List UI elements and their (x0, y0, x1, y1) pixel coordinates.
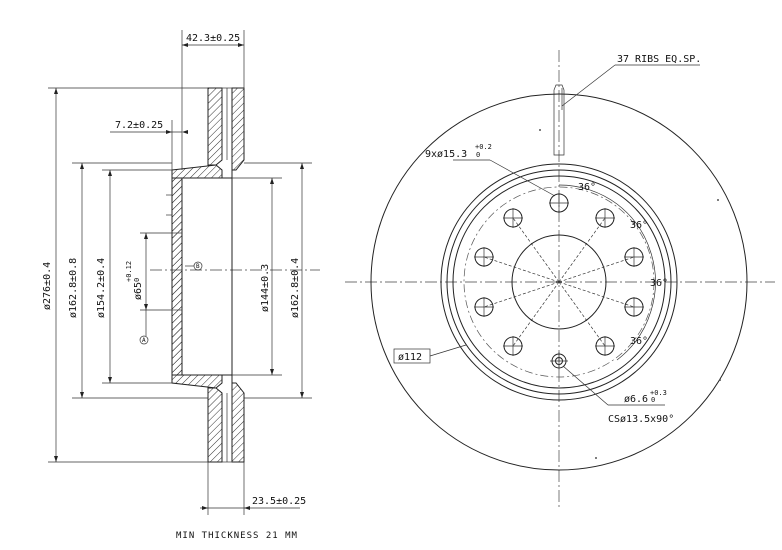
countersink-label: CSø13.5x90° (608, 414, 674, 425)
pin-hole-tol-lower: 0 (651, 396, 655, 404)
hub-face (171, 177, 183, 376)
datum-a-bubble (139, 335, 149, 345)
bolt-hole (474, 297, 494, 317)
hat-outer (446, 169, 672, 395)
bolt-hole (503, 336, 523, 356)
ring-plate-inner-bottom (231, 382, 245, 463)
center-bore-tol-lower: 0 (133, 278, 141, 282)
ring-plate-outer-top (207, 87, 223, 166)
pcd-circle (463, 186, 655, 378)
hat-inner (452, 175, 666, 389)
front-view: 37 RIBS EQ.SP. (345, 50, 775, 510)
bolt-holes-label: 9xø15.3 (425, 149, 467, 160)
bolt-hole (474, 247, 494, 267)
min-thickness-note: MIN THICKNESS 21 MM (176, 531, 298, 541)
pcd-label: ø112 (398, 352, 422, 363)
friction-ring-inner (440, 163, 678, 401)
disc-outer-edge (370, 93, 748, 471)
bolt-hole (595, 336, 615, 356)
bolt-hole (503, 208, 523, 228)
bolt-holes-tol-lower: 0 (476, 151, 480, 159)
bolt-hole (624, 297, 644, 317)
angle-label-2: 36° (630, 220, 648, 231)
datum-a-label: A (142, 337, 146, 344)
ring-plate-outer-bottom (207, 387, 223, 463)
datum-b-label: B (196, 263, 200, 270)
pin-hole-tol-upper: +0.3 (650, 389, 667, 397)
hat-inner-diameter-label: ø154.2±0.4 (96, 258, 107, 318)
center-bore-label: ø65 (133, 282, 144, 300)
bolt-hole (624, 247, 644, 267)
hat-diameter-right-label: ø162.8±0.4 (290, 258, 301, 318)
ring-plate-inner-top (231, 87, 245, 171)
section-view: 42.3±0.25 7.2±0.25 ø276±0.4 ø162.8±0.8 ø… (42, 30, 320, 515)
inner-hat-diameter-label: ø144±0.3 (260, 264, 271, 312)
disc-thickness-label: 23.5±0.25 (252, 496, 306, 507)
hat-diameter-left-label: ø162.8±0.8 (68, 258, 79, 318)
overall-width-label: 42.3±0.25 (186, 33, 240, 44)
pin-hole-label: ø6.6 (624, 394, 648, 405)
center-bore (511, 234, 607, 330)
angle-label-4: 36° (630, 336, 648, 347)
bolt-hole (595, 208, 615, 228)
bolt-holes-tol-upper: +0.2 (475, 143, 492, 151)
angle-label-3: 36° (650, 278, 668, 289)
hub-thickness-label: 7.2±0.25 (115, 120, 163, 131)
center-bore-tol-upper: +0.12 (125, 261, 133, 282)
datum-b-bubble (193, 261, 203, 271)
ribs-label: 37 RIBS EQ.SP. (617, 54, 701, 65)
disc-diameter-label: ø276±0.4 (42, 262, 53, 310)
rib-slot (553, 84, 565, 156)
pin-hole (550, 352, 568, 370)
bolt-holes (474, 193, 644, 356)
angle-label-1: 36° (578, 182, 596, 193)
bolt-hole (549, 193, 569, 213)
